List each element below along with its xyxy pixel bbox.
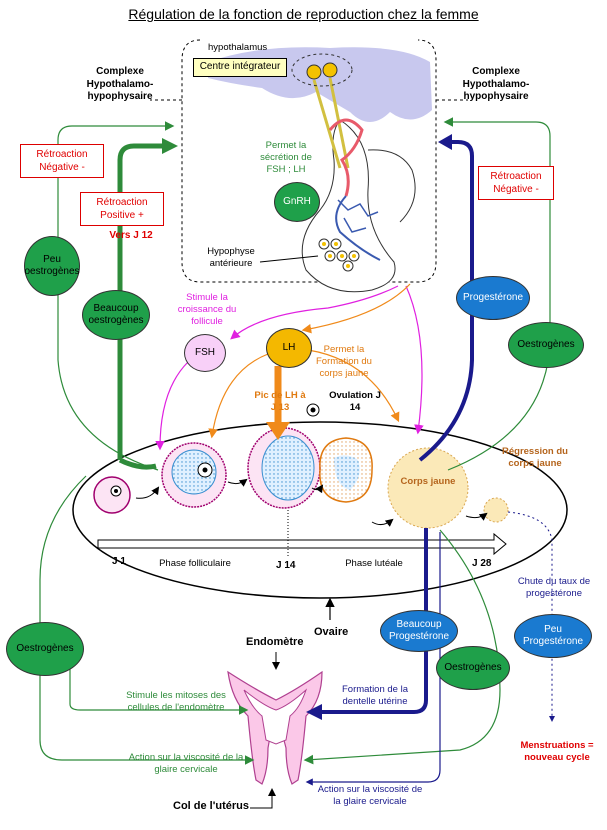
ovulation-label: Ovulation J 14 bbox=[329, 390, 381, 413]
vers-j12-label: Vers J 12 bbox=[109, 230, 153, 241]
phase-folliculaire-label: Phase folliculaire bbox=[159, 558, 231, 569]
follicle-mature bbox=[247, 427, 321, 509]
fsh-oval: FSH bbox=[184, 334, 226, 372]
oestrogenes-left-oval: Oestrogènes bbox=[6, 622, 84, 676]
j28-label: J 28 bbox=[472, 558, 492, 569]
col-uterus-label: Col de l'utérus bbox=[173, 800, 249, 812]
gnrh-oval: GnRH bbox=[274, 182, 320, 222]
complexe-label-right: Complexe Hypothalamo-hypophysaire bbox=[462, 66, 530, 102]
phase-luteale-label: Phase lutéale bbox=[345, 558, 403, 569]
oestrogenes-mid-oval: Oestrogènes bbox=[436, 646, 510, 690]
follicle-secondary bbox=[161, 442, 227, 508]
centre-integrateur-box: Centre intégrateur bbox=[193, 58, 287, 77]
stimule-croissance-label: Stimule la croissance du follicule bbox=[177, 292, 237, 327]
progesterone-oval: Progestérone bbox=[456, 276, 530, 320]
page-title: Régulation de la fonction de reproductio… bbox=[128, 6, 479, 22]
peu-progesterone-oval: Peu Progestérone bbox=[514, 614, 592, 658]
action-viscosite-right-label: Action sur la viscosité de la glaire cer… bbox=[317, 784, 423, 807]
follicle-primary bbox=[93, 476, 131, 514]
menstruations-label: Menstruations = nouveau cycle bbox=[520, 740, 594, 763]
peu-oestrogenes-oval: Peu oestrogènes bbox=[24, 236, 80, 296]
chute-label: Chute du taux de progestérone bbox=[517, 576, 591, 599]
lh-oval: LH bbox=[266, 328, 312, 368]
follicle-ruptured bbox=[319, 437, 373, 503]
pituitary-cells bbox=[318, 238, 360, 272]
hypothalamus-label: hypothalamus bbox=[208, 42, 268, 53]
regressed-corps-shape bbox=[483, 497, 509, 523]
corps-jaune-label: Corps jaune bbox=[400, 476, 456, 487]
endometre-label: Endomètre bbox=[246, 636, 304, 648]
beaucoup-oestrogenes-oval: Beaucoup oestrogènes bbox=[82, 290, 150, 340]
formation-dentelle-label: Formation de la dentelle utérine bbox=[341, 684, 408, 707]
retroaction-negative-right-box: Rétroaction Négative - bbox=[478, 166, 554, 200]
complex-frame bbox=[181, 39, 437, 283]
beaucoup-progesterone-oval: Beaucoup Progestérone bbox=[380, 610, 458, 652]
oestrogenes-right-oval: Oestrogènes bbox=[508, 322, 584, 368]
regression-label: Régression du corps jaune bbox=[502, 446, 568, 469]
permet-formation-label: Permet la Formation du corps jaune bbox=[316, 344, 372, 379]
ovary-outline bbox=[72, 421, 568, 599]
retroaction-positive-box: Rétroaction Positive + bbox=[80, 192, 164, 226]
corps-jaune-shape bbox=[387, 447, 469, 529]
hypophyse-label: Hypophyse antérieure bbox=[207, 246, 255, 269]
retroaction-negative-left-box: Rétroaction Négative - bbox=[20, 144, 104, 178]
pic-lh-label: Pic de LH à J 13 bbox=[254, 390, 306, 413]
permet-secretion-label: Permet la sécrétion de FSH ; LH bbox=[260, 140, 312, 175]
ovaire-label: Ovaire bbox=[314, 626, 349, 638]
stimule-mitoses-label: Stimule les mitoses des cellules de l'en… bbox=[126, 690, 226, 713]
cycle-arrow bbox=[97, 532, 507, 556]
complexe-label-left: Complexe Hypothalamo-hypophysaire bbox=[86, 66, 154, 102]
action-viscosite-left-label: Action sur la viscosité de la glaire cer… bbox=[128, 752, 244, 775]
j14-label: J 14 bbox=[276, 560, 296, 571]
j1-label: J 1 bbox=[112, 556, 126, 567]
